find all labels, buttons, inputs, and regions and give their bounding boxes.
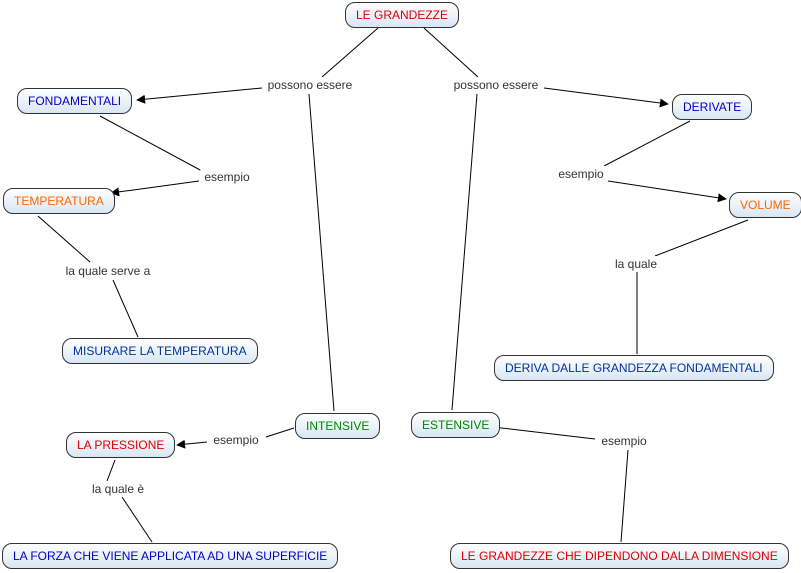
link-label-esempio-intensive[interactable]: esempio <box>209 432 263 448</box>
connector-esempio-pressione <box>176 439 208 449</box>
connector-pressione-laqualee <box>106 459 116 482</box>
node-la-pressione[interactable]: LA PRESSIONE <box>66 432 176 458</box>
node-temperatura[interactable]: TEMPERATURA <box>3 188 115 214</box>
node-fondamentali[interactable]: FONDAMENTALI <box>17 88 133 114</box>
node-le-grandezze[interactable]: LE GRANDEZZE <box>345 2 460 28</box>
connector-grandezze-possono-left <box>321 27 379 78</box>
link-label-possono-essere-left[interactable]: possono essere <box>263 77 357 93</box>
connector-esempio-temperatura <box>110 180 200 197</box>
connector-derivate-esempio <box>603 120 691 167</box>
link-label-la-quale-serve-a[interactable]: la quale serve a <box>61 263 155 279</box>
node-deriva-fondamentali[interactable]: DERIVA DALLE GRANDEZZA FONDAMENTALI <box>494 355 774 381</box>
link-label-esempio-estensive[interactable]: esempio <box>597 433 651 449</box>
connector-laqualee-forza <box>121 496 153 543</box>
connector-fondamentali-esempio <box>99 115 203 172</box>
link-label-esempio-fondamentali[interactable]: esempio <box>200 169 254 185</box>
connector-grandezze-possono-right <box>423 27 479 78</box>
link-label-possono-essere-right[interactable]: possono essere <box>449 77 543 93</box>
link-label-esempio-derivate[interactable]: esempio <box>554 166 608 182</box>
connector-esempio-dipendono <box>620 449 629 543</box>
connector-laquale-misurare <box>112 279 139 338</box>
connector-intensive-esempio <box>265 427 295 438</box>
connector-possono-left-fondamentali <box>136 87 263 104</box>
node-derivate[interactable]: DERIVATE <box>672 94 753 120</box>
node-la-forza[interactable]: LA FORZA CHE VIENE APPLICATA AD UNA SUPE… <box>2 543 339 569</box>
link-label-la-quale[interactable]: la quale <box>610 256 662 272</box>
connector-volume-laquale <box>654 219 749 257</box>
connector-temperatura-laquale <box>37 215 91 263</box>
node-misurare-temperatura[interactable]: MISURARE LA TEMPERATURA <box>62 338 258 364</box>
connector-estensive-esempio <box>492 426 596 440</box>
connector-possono-left-intensive <box>308 93 335 412</box>
connector-possono-right-estensive <box>451 93 478 411</box>
connector-esempio-volume <box>607 180 727 203</box>
link-label-la-quale-e[interactable]: la quale è <box>87 481 149 497</box>
node-dipendono-dimensione[interactable]: LE GRANDEZZE CHE DIPENDONO DALLA DIMENSI… <box>450 543 789 569</box>
node-volume[interactable]: VOLUME <box>729 192 801 218</box>
node-estensive[interactable]: ESTENSIVE <box>411 412 501 438</box>
connector-possono-right-derivate <box>543 87 669 108</box>
node-intensive[interactable]: INTENSIVE <box>295 413 381 439</box>
